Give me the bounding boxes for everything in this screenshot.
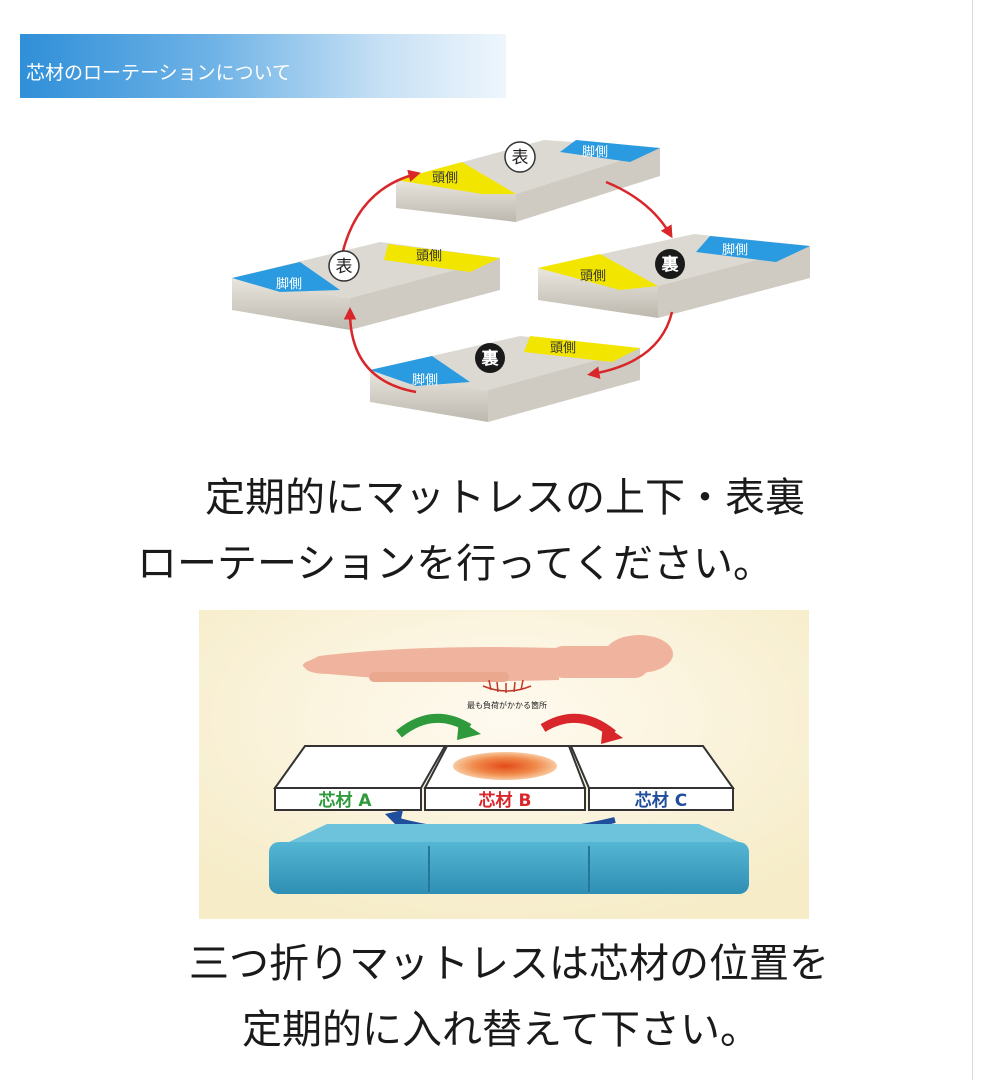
body-silhouette <box>303 635 673 682</box>
label-head-top: 頭側 <box>432 171 458 186</box>
trifold-mattress <box>269 824 749 894</box>
label-foot-top: 脚側 <box>582 144 608 160</box>
trifold-diagram: 最も負荷がかかる箇所 芯材 A 芯材 B 芯材 C <box>199 610 809 919</box>
head-zone <box>396 162 516 194</box>
svg-text:表: 表 <box>512 148 529 168</box>
load-label: 最も負荷がかかる箇所 <box>467 700 547 710</box>
label-head-left: 頭側 <box>416 249 442 264</box>
rotation-diagram: 表 裏 表 裏 頭側 脚側 頭側 脚側 脚側 頭側 脚側 頭側 <box>232 140 810 422</box>
head-zone <box>524 336 640 362</box>
foot-zone <box>560 140 660 162</box>
caption-trifold-line2: 定期的に入れ替えて下さい。 <box>242 1007 760 1053</box>
caption-rotation-line2: ローテーションを行ってください。 <box>137 541 773 587</box>
badge-front-top: 表 <box>504 141 536 173</box>
mattress-bottom <box>370 336 640 422</box>
label-foot-right: 脚側 <box>722 242 748 258</box>
svg-text:裏: 裏 <box>661 254 680 275</box>
foot-zone <box>232 262 340 292</box>
core-b-block: 芯材 B <box>423 745 587 811</box>
rotation-arrow-bottom-left <box>343 307 417 394</box>
section-header-bar <box>20 34 506 98</box>
rotation-arrow-left-top <box>338 169 421 265</box>
svg-text:表: 表 <box>336 257 353 277</box>
svg-text:芯材 B: 芯材 B <box>479 790 532 811</box>
caption-trifold-line1: 三つ折りマットレスは芯材の位置を <box>189 941 829 987</box>
caption-rotation-line1: 定期的にマットレスの上下・表裏 <box>205 475 805 521</box>
badge-back-right: 裏 <box>655 249 685 279</box>
badge-front-left: 表 <box>328 250 360 282</box>
svg-text:芯材 C: 芯材 C <box>635 790 687 811</box>
page-edge-divider <box>972 0 973 1080</box>
label-foot-bottom: 脚側 <box>412 372 438 388</box>
head-zone <box>384 244 500 272</box>
foot-zone <box>370 356 470 386</box>
pressure-hotspot <box>453 752 557 780</box>
mattress-left <box>232 242 500 330</box>
badge-back-bottom: 裏 <box>475 343 505 373</box>
pressure-lines <box>482 679 532 693</box>
label-foot-left: 脚側 <box>276 276 302 292</box>
rotation-arrow-right-bottom <box>587 311 674 379</box>
foot-zone <box>696 236 810 262</box>
label-head-bottom: 頭側 <box>550 341 576 356</box>
rotation-arrow-top-right <box>605 180 673 239</box>
section-title: 芯材のローテーションについて <box>26 62 292 84</box>
label-head-right: 頭側 <box>580 269 606 284</box>
svg-text:芯材 A: 芯材 A <box>318 790 372 811</box>
head-zone <box>538 254 658 290</box>
core-a-block: 芯材 A <box>273 745 447 811</box>
svg-text:裏: 裏 <box>481 348 500 369</box>
core-c-block: 芯材 C <box>569 745 735 811</box>
